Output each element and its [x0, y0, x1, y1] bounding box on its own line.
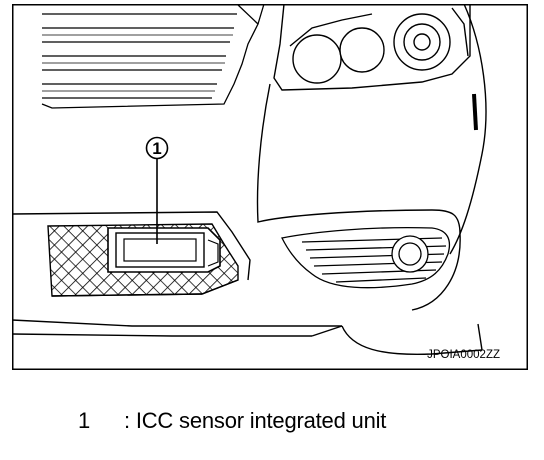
icc-sensor-unit: [107, 227, 221, 273]
image-code: JPOIA0002ZZ: [427, 349, 500, 361]
figure-frame: [12, 4, 528, 370]
legend-item-text: : ICC sensor integrated unit: [124, 408, 387, 433]
front-bumper-drawing: 1 JPOIA0002ZZ: [12, 4, 528, 370]
callout-number: 1: [152, 139, 161, 158]
bumper-contours: [12, 4, 487, 356]
headlamp: [273, 4, 471, 91]
fog-lamp: [281, 226, 451, 289]
illustration: 1 JPOIA0002ZZ: [12, 4, 528, 370]
callout-1: 1: [145, 136, 169, 244]
upper-grille: [41, 4, 265, 109]
callout-circle: [145, 136, 169, 160]
legend: 1 : ICC sensor integrated unit: [0, 408, 544, 438]
legend-item-number: 1: [78, 408, 91, 433]
